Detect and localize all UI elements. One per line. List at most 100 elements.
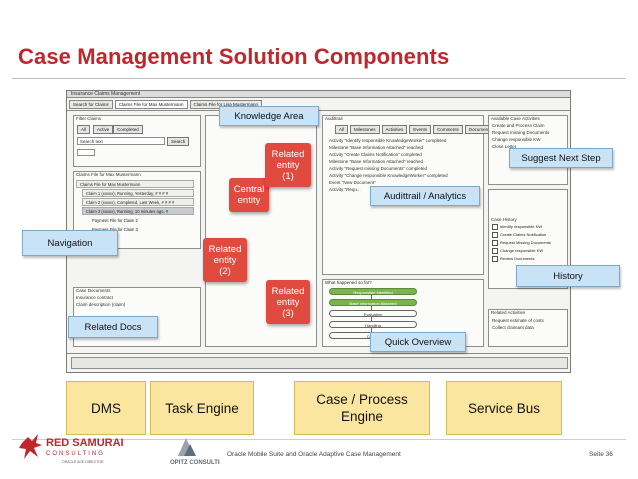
callout-suggest-next-step: Suggest Next Step bbox=[509, 148, 613, 168]
document-item[interactable]: Insurance contract bbox=[76, 295, 114, 300]
next-step-item[interactable]: Create and Process Claim bbox=[492, 123, 545, 128]
callout-quick-overview: Quick Overview bbox=[370, 332, 466, 352]
next-step-item[interactable]: Request missing Documents bbox=[492, 130, 550, 135]
engine-service-bus: Service Bus bbox=[446, 381, 562, 435]
mockup-tab-search[interactable]: Search for Claims bbox=[69, 100, 113, 109]
history-item[interactable]: Request Missing Documents bbox=[492, 240, 556, 246]
engine-case-process-line: Engine bbox=[340, 409, 384, 424]
next-step-item[interactable]: Close Letter bbox=[492, 144, 517, 149]
mockup-tab-bar: Search for Claims Claims File for Max Mu… bbox=[69, 100, 263, 109]
audit-tab-milestones[interactable]: Milestones bbox=[350, 125, 380, 134]
case-management-mockup: Insurance Claims Management Search for C… bbox=[66, 90, 571, 373]
overview-panel-label: What happened so far? bbox=[325, 280, 372, 285]
history-panel-label: Case History bbox=[491, 217, 517, 222]
filter-active-button[interactable]: Active bbox=[93, 125, 114, 134]
footer-text: Oracle Mobile Suite and Oracle Adaptive … bbox=[227, 451, 401, 458]
related-entity-2-line: entity bbox=[213, 254, 237, 266]
claims-row[interactable]: Claims File for Max Mustermann bbox=[76, 180, 194, 188]
related-entity-2-box: Related entity (2) bbox=[203, 238, 247, 282]
page-selector[interactable] bbox=[77, 149, 95, 156]
audit-entry: Activity "Request missing Documents" com… bbox=[329, 166, 427, 171]
svg-text:CONSULTING: CONSULTING bbox=[46, 451, 105, 457]
central-entity-line: Central bbox=[233, 184, 265, 195]
svg-text:ORACLE ACE DIRECTOR: ORACLE ACE DIRECTOR bbox=[62, 460, 104, 464]
related-activities-label: Related Activities bbox=[491, 310, 526, 315]
mockup-tab-claims-max[interactable]: Claims File for Max Mustermann bbox=[114, 100, 188, 109]
audit-entry: Milestone "Base Information Attached" re… bbox=[329, 145, 423, 150]
history-item[interactable]: Review Documents bbox=[492, 256, 556, 262]
footer-divider bbox=[12, 439, 626, 440]
related-entity-1-line: entity bbox=[276, 159, 300, 171]
flow-arrow bbox=[371, 317, 372, 321]
claims-list-label: Claims File for Max Mustermann bbox=[76, 172, 141, 177]
central-entity-box: Central entity bbox=[229, 178, 269, 212]
documents-panel-label: Case Documents bbox=[76, 288, 111, 293]
slide-title: Case Management Solution Components bbox=[18, 44, 450, 69]
callout-audittrail: Audittrail / Analytics bbox=[370, 186, 480, 206]
audit-entry: Activity "Change responsible KnowledgeWo… bbox=[329, 173, 448, 178]
audit-tab-activities[interactable]: Activities bbox=[381, 125, 408, 134]
flow-step-open: Evaluation bbox=[329, 310, 417, 317]
search-placeholder: Search text bbox=[80, 139, 103, 144]
related-activity-item[interactable]: Collect claimant data bbox=[492, 325, 534, 330]
audit-tab-events[interactable]: Events bbox=[409, 125, 432, 134]
engine-task: Task Engine bbox=[150, 381, 254, 435]
history-item[interactable]: Identify responsible KW bbox=[492, 224, 556, 230]
claims-row[interactable]: Payment File for Claim 3 bbox=[88, 225, 194, 233]
central-entity-line: entity bbox=[237, 195, 261, 206]
flow-arrow bbox=[371, 328, 372, 332]
related-activity-item[interactable]: Request estimate of costs bbox=[492, 318, 544, 323]
related-entity-1-line: Related bbox=[271, 148, 305, 160]
search-input[interactable]: Search text bbox=[77, 137, 165, 145]
related-entity-3-line: Related bbox=[271, 285, 305, 297]
next-step-panel-label: Available Case Activities bbox=[491, 116, 540, 121]
related-entity-1-line: (1) bbox=[282, 170, 294, 182]
svg-text:RED SAMURAI: RED SAMURAI bbox=[46, 437, 124, 449]
engine-dms: DMS bbox=[66, 381, 146, 435]
related-entity-3-line: (3) bbox=[282, 307, 294, 319]
claims-row[interactable]: Claim 2 (xxxxx), Completed, Last Week, #… bbox=[82, 198, 194, 206]
filter-completed-button[interactable]: Completed bbox=[113, 125, 143, 134]
svg-text:OPITZ CONSULTING: OPITZ CONSULTING bbox=[170, 460, 220, 466]
filter-panel-label: Filter Claims bbox=[76, 116, 102, 121]
history-item[interactable]: Create Claims Notification bbox=[492, 232, 556, 238]
audit-entry: Activity "Identify responsible Knowledge… bbox=[329, 138, 447, 143]
audittrail-tabs: All Milestones Activities Events Comment… bbox=[335, 125, 496, 134]
title-divider bbox=[12, 78, 626, 79]
red-samurai-logo: RED SAMURAI CONSULTING ORACLE ACE DIRECT… bbox=[19, 434, 124, 464]
callout-history: History bbox=[516, 265, 620, 287]
opitz-consulting-logo: OPITZ CONSULTING bbox=[170, 438, 220, 466]
related-entity-1-box: Related entity (1) bbox=[265, 143, 311, 187]
related-entity-3-box: Related entity (3) bbox=[266, 280, 310, 324]
related-entity-2-line: (2) bbox=[219, 265, 231, 277]
claims-row[interactable]: Payment File for Claim 2 bbox=[88, 216, 194, 224]
flow-step-done: Base Information Attached bbox=[329, 299, 417, 306]
filter-all-button[interactable]: All bbox=[77, 125, 91, 134]
claims-row-selected[interactable]: Claim 3 (xxxxx), Running, 10 minutes ago… bbox=[82, 207, 194, 215]
callout-related-docs: Related Docs bbox=[68, 316, 158, 338]
mockup-bottom-divider bbox=[67, 353, 570, 354]
callout-knowledge-area: Knowledge Area bbox=[219, 106, 319, 126]
related-entity-3-line: entity bbox=[276, 296, 300, 308]
engine-case-process-line: Case / Process bbox=[316, 392, 408, 407]
history-item[interactable]: Change responsible KW bbox=[492, 248, 556, 254]
audit-tab-comments[interactable]: Comments bbox=[433, 125, 463, 134]
audit-entry: Milestone "Base Information Attached" re… bbox=[329, 159, 423, 164]
page-number: Seite 36 bbox=[589, 451, 613, 458]
callout-navigation: Navigation bbox=[22, 230, 118, 256]
audit-tab-all[interactable]: All bbox=[335, 125, 349, 134]
audittrail-panel-label: Audittrail bbox=[325, 116, 343, 121]
document-item[interactable]: Claim description (claim) bbox=[76, 302, 126, 307]
search-button[interactable]: Search bbox=[167, 137, 190, 146]
audit-entry: Activity "Requ... bbox=[329, 187, 361, 192]
claims-row[interactable]: Claim 1 (xxxxx), Running, Yesterday, # #… bbox=[82, 189, 194, 197]
flow-step-done: Responsible Identified bbox=[329, 288, 417, 295]
flow-arrow bbox=[371, 306, 372, 310]
flow-arrow bbox=[371, 295, 372, 299]
next-step-item[interactable]: Change responsible KW bbox=[492, 137, 541, 142]
flow-step-open: Handling bbox=[329, 321, 417, 328]
related-entity-2-line: Related bbox=[208, 243, 242, 255]
mockup-status-bar bbox=[71, 357, 568, 369]
engine-case-process: Case / Process Engine bbox=[294, 381, 430, 435]
audit-entry: Event "New Document" bbox=[329, 180, 376, 185]
